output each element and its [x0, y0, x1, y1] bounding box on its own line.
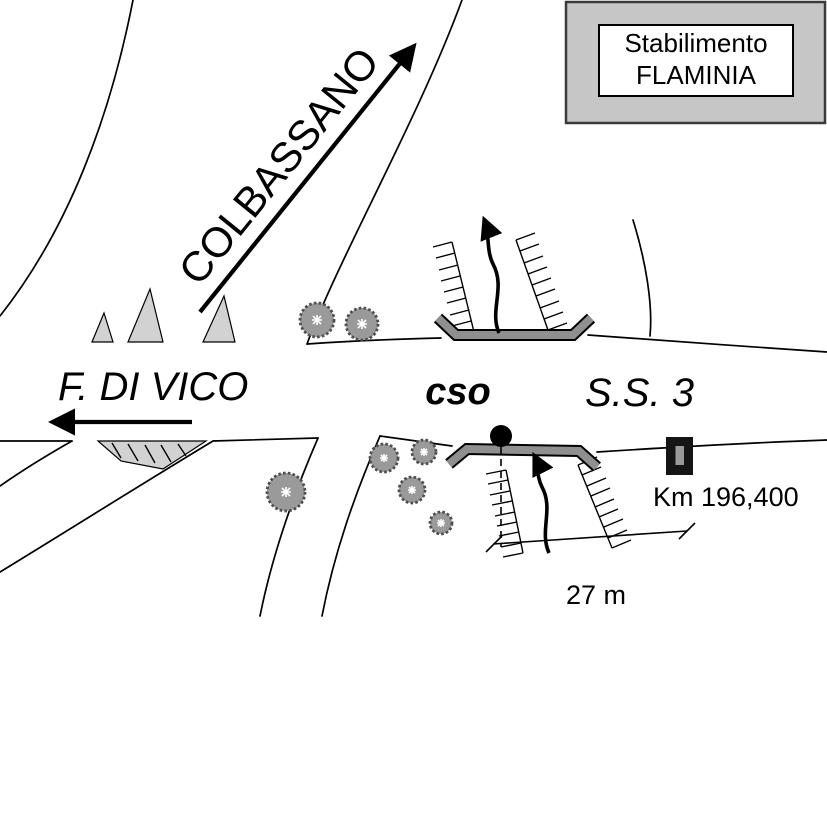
- km-post: Km 196,400: [653, 437, 799, 512]
- branch-road-downleft-inner-edge: [0, 440, 214, 573]
- dimension-tick-right: [678, 522, 696, 540]
- main-road-top-edge-right: [587, 334, 827, 353]
- stream-flow-arrow-lower: [532, 451, 554, 554]
- upper-stream-right-bank-hatching: [515, 232, 568, 331]
- crossing-measurement: 27 m: [485, 425, 696, 610]
- km-post-label: Km 196,400: [653, 482, 799, 512]
- tree-symbol: [397, 475, 427, 505]
- tree-center-mark: [408, 486, 416, 494]
- tree-center-mark: [312, 315, 322, 325]
- main-road-top-edge-left: [306, 337, 442, 345]
- tree-center-mark: [380, 454, 388, 462]
- label-f-di-vico: F. DI VICO: [58, 365, 248, 409]
- dimension-label: 27 m: [566, 580, 626, 610]
- label-cso: cso: [425, 371, 490, 413]
- culvert-parapet-upper: [435, 315, 594, 339]
- island-hachures: [111, 442, 187, 464]
- main-road-bottom-edge-d: [596, 439, 827, 453]
- traffic-island: [127, 287, 164, 343]
- upper-stream-left-bank-hatching: [432, 241, 475, 338]
- colbassano-road-left-edge: [0, 0, 134, 317]
- colbassano-road-right-edge: [306, 0, 463, 345]
- main-road-bottom-edge-c: [379, 435, 453, 447]
- traffic-islands: [91, 287, 236, 470]
- tree-center-mark: [420, 448, 428, 456]
- tree-symbol: [428, 510, 454, 536]
- dimension-line-27m: [492, 530, 688, 545]
- direction-arrows: [47, 42, 417, 436]
- colbassano-direction-arrow: [198, 42, 417, 314]
- tree-symbol: [298, 301, 336, 339]
- vegetation: [265, 301, 454, 536]
- traffic-island-hatched: [96, 440, 209, 470]
- km-post-icon-slot: [675, 446, 684, 465]
- lower-stream-left-bank-hatching: [485, 469, 524, 558]
- facility-name-line1: Stabilimento: [624, 28, 767, 58]
- tree-center-mark: [281, 487, 291, 497]
- facility-title-box: Stabilimento FLAMINIA: [564, 0, 827, 125]
- branch-road-downleft-outer-edge: [0, 440, 73, 487]
- branch-road-down-left-edge: [259, 437, 319, 617]
- stream-flow-arrow-upper: [480, 215, 503, 334]
- culvert-parapets: [433, 313, 601, 472]
- label-colbassano: COLBASSANO: [169, 39, 388, 294]
- tree-symbol: [410, 438, 438, 466]
- lower-stream-right-bank-hatching: [577, 456, 632, 549]
- stream-banks: [432, 232, 632, 558]
- tree-symbol: [368, 442, 400, 474]
- facility-name-line2: FLAMINIA: [636, 60, 757, 90]
- main-road-bottom-edge-b: [212, 437, 319, 442]
- traffic-island: [202, 294, 236, 343]
- traffic-island: [91, 311, 114, 343]
- dimension-tick-left: [485, 535, 503, 553]
- tree-center-mark: [357, 319, 367, 329]
- side-road-top-right-edge: [632, 219, 652, 337]
- tree-symbol: [265, 471, 307, 513]
- crossing-point-marker: [490, 425, 512, 447]
- label-ss3: S.S. 3: [585, 371, 694, 415]
- tree-center-mark: [437, 519, 445, 527]
- stream-flow-arrows: [480, 215, 554, 554]
- culvert-parapet-lower: [446, 444, 600, 470]
- title-box-inner: [598, 24, 794, 97]
- tree-symbol: [344, 306, 380, 342]
